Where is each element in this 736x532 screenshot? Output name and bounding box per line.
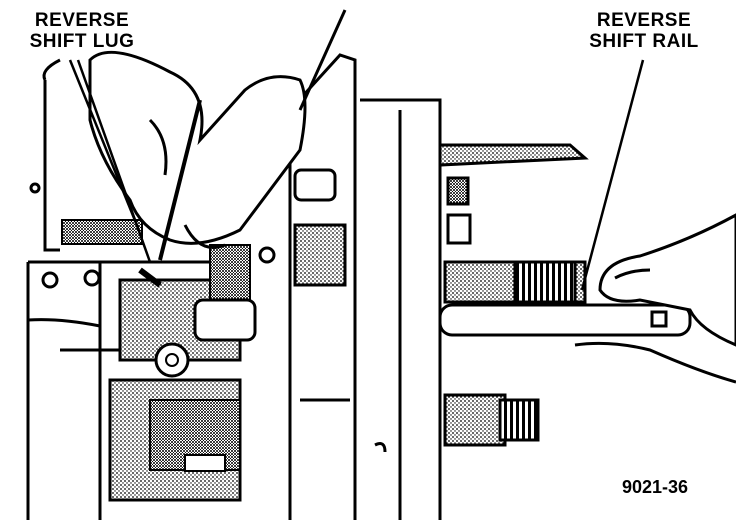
leader-lines bbox=[68, 59, 645, 291]
reverse-shift-lug-label: REVERSE SHIFT LUG bbox=[22, 10, 142, 52]
reverse-shift-rail-line2: SHIFT RAIL bbox=[589, 31, 699, 52]
shift-rails bbox=[438, 143, 692, 447]
case-housing-plate bbox=[288, 53, 442, 520]
right-hand bbox=[574, 213, 736, 384]
reverse-shift-lug-line1: REVERSE bbox=[34, 10, 130, 31]
reverse-shift-rail-label: REVERSE SHIFT RAIL bbox=[584, 10, 704, 52]
reverse-shift-lug-line2: SHIFT LUG bbox=[29, 31, 135, 52]
reverse-shift-rail-line1: REVERSE bbox=[596, 10, 692, 31]
gear-cluster bbox=[61, 219, 257, 502]
left-hand bbox=[88, 9, 347, 288]
figure-number: 9021-36 bbox=[622, 477, 689, 497]
